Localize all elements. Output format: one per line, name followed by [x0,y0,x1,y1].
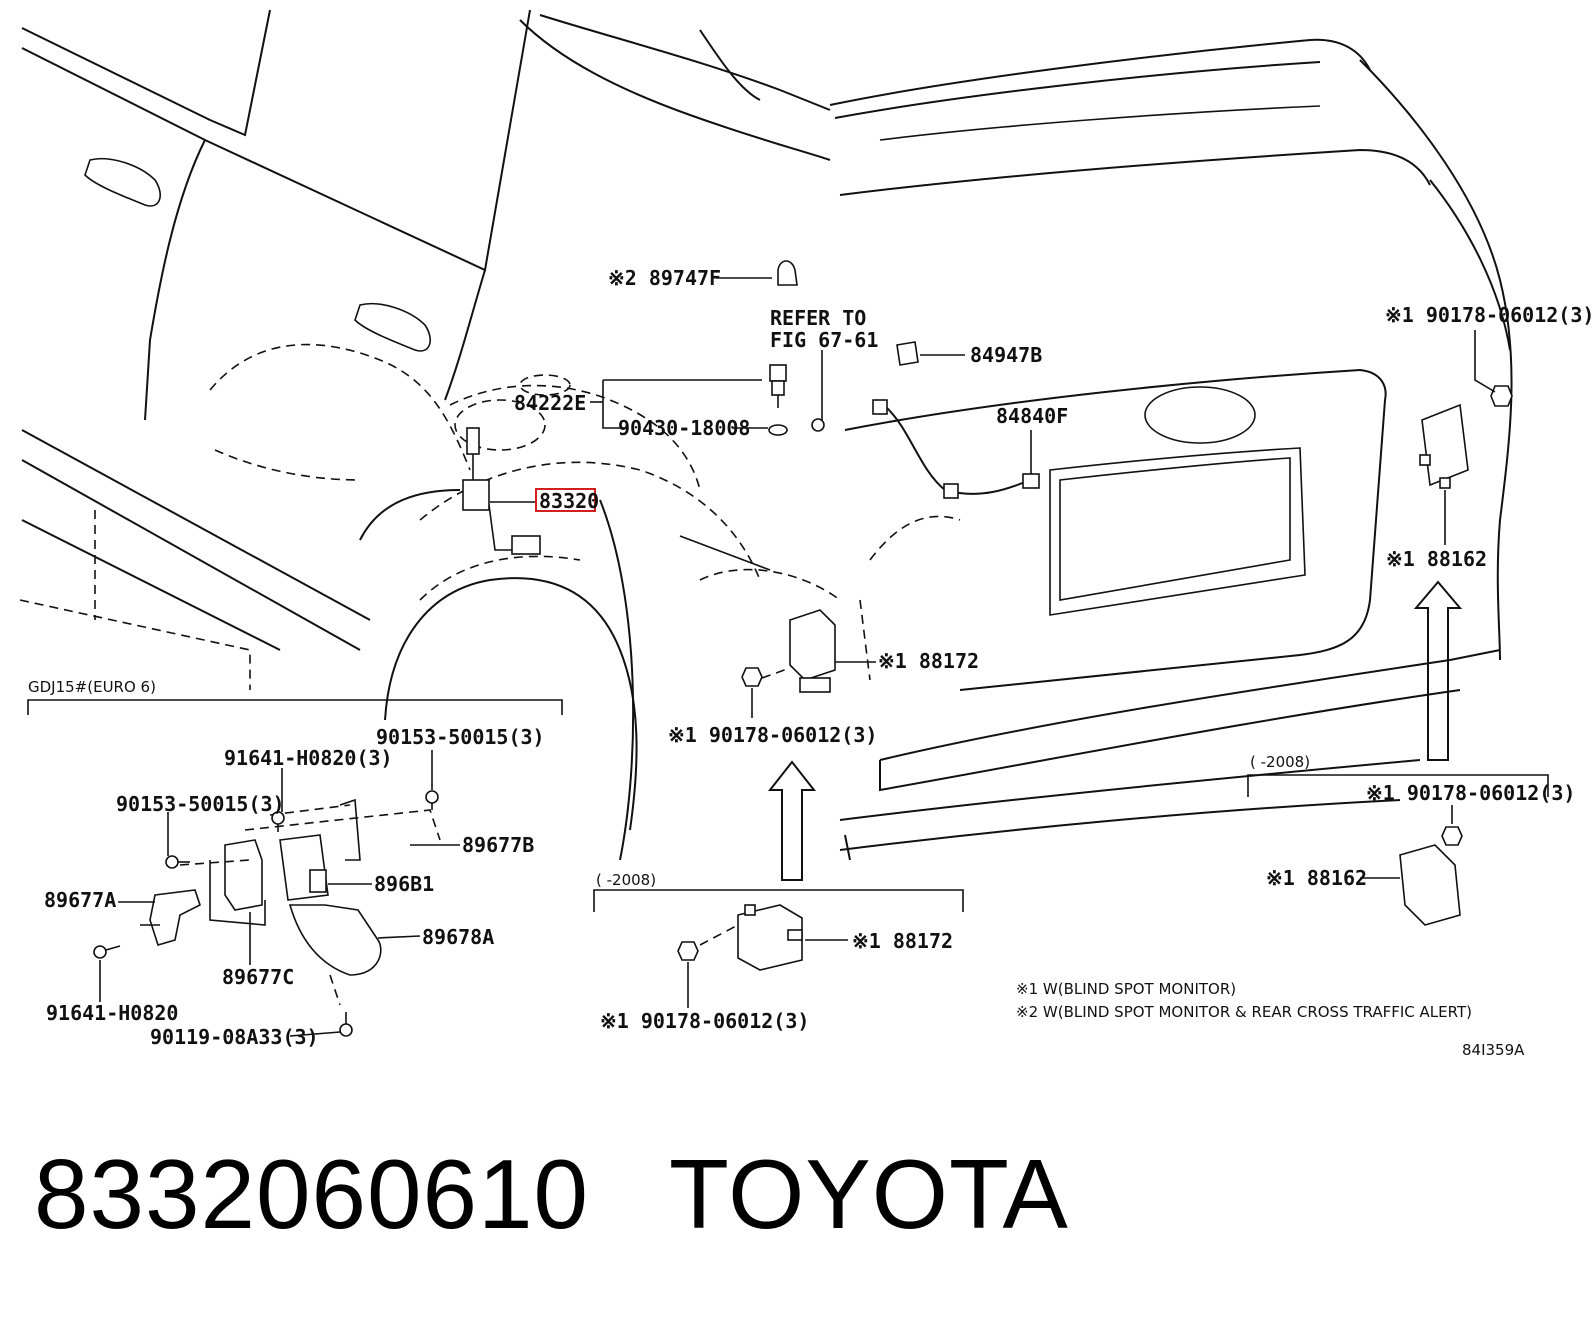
label-range-right: ( -2008) [1250,753,1310,771]
label-gdj15: GDJ15#(EURO 6) [28,678,156,696]
bolt-84222E [769,364,787,408]
inset-lower-right [1247,774,1549,926]
caption: 8332060610 TOYOTA [34,1138,1069,1251]
label-91641-h0820: 91641-H0820 [46,1001,178,1025]
figure-code: 84I359A [1462,1041,1525,1059]
highlight-83320 [535,488,596,512]
label-90178-right: ※1 90178-06012(3) [1366,781,1575,805]
label-90119-08a33: 90119-08A33(3) [150,1025,319,1049]
arrow-mid [767,760,817,881]
label-89677B: 89677B [462,833,534,857]
label-89747F: ※2 89747F [608,266,721,290]
label-fig-67-61: FIG 67-61 [770,328,878,352]
washer-90430 [768,424,788,436]
label-88172-mid: ※1 88172 [878,649,979,673]
label-896B1: 896B1 [374,872,434,896]
note-2: ※2 W(BLIND SPOT MONITOR & REAR CROSS TRA… [1016,1003,1472,1021]
label-91641-h0820-3: 91641-H0820(3) [224,746,393,770]
label-89677C: 89677C [222,965,294,989]
fuel-sender-83320 [462,427,541,555]
sensor-88162-right [1419,403,1469,489]
nut-mid [741,667,763,687]
clip-89747F [777,260,798,286]
label-84222E: 84222E [514,391,586,415]
leader-lines [490,277,1496,718]
arrow-right [1413,580,1463,761]
label-83320: 83320 [539,489,599,513]
parts-diagram: ※2 89747F REFER TO FIG 67-61 84947B 8422… [19,9,1592,1059]
hidden-lines [19,343,961,690]
label-90178-lower: ※1 90178-06012(3) [600,1009,809,1033]
label-90430-18008: 90430-18008 [618,416,750,440]
brand-name: TOYOTA [669,1139,1069,1249]
label-90153-upper: 90153-50015(3) [376,725,545,749]
sensor-88172-mid [789,609,836,693]
label-88172-lower: ※1 88172 [852,929,953,953]
part-number: 8332060610 [34,1139,590,1249]
vehicle-body-outline [21,9,1513,861]
label-88162-right: ※1 88162 [1386,547,1487,571]
nut-top-right [1490,385,1513,407]
label-refer-to: REFER TO [770,306,866,330]
inset-gdj15 [27,699,563,1037]
label-range-left: ( -2008) [596,871,656,889]
label-90178-mid: ※1 90178-06012(3) [668,723,877,747]
inset-lower-middle [593,889,964,1008]
label-90178-top-right: ※1 90178-06012(3) [1385,303,1592,327]
wire-84840F [872,399,1040,499]
grommet-84947B [896,341,919,366]
note-1: ※1 W(BLIND SPOT MONITOR) [1016,980,1236,998]
label-90153-lower: 90153-50015(3) [116,792,285,816]
part-labels: ※2 89747F REFER TO FIG 67-61 84947B 8422… [28,266,1592,1059]
label-89678A: 89678A [422,925,494,949]
label-84947B: 84947B [970,343,1042,367]
clip-small [811,418,825,432]
label-88162-lower: ※1 88162 [1266,866,1367,890]
label-84840F: 84840F [996,404,1068,428]
label-89677A: 89677A [44,888,116,912]
